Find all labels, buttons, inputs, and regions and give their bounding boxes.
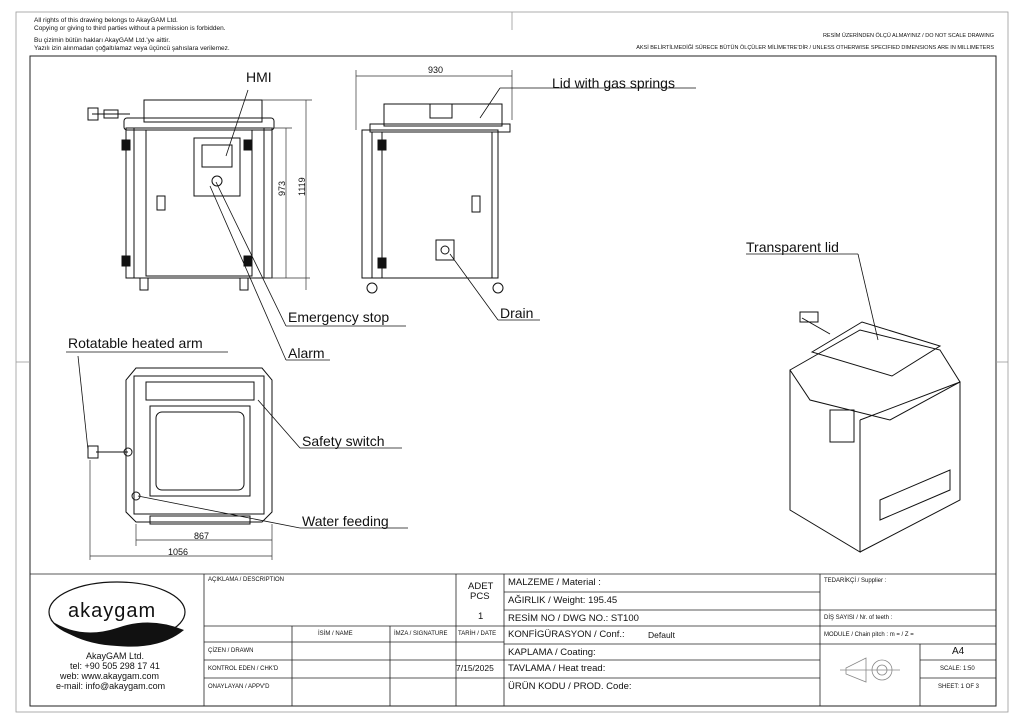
- dim-height-total: 1119: [297, 177, 307, 196]
- callout-alarm: Alarm: [288, 345, 325, 361]
- company-name: AkayGAM Ltd.: [86, 651, 145, 661]
- side-view: [361, 103, 511, 294]
- copyright-line-2: Copying or giving to third parties witho…: [34, 25, 226, 32]
- drawn-label: ÇİZEN / DRAWN: [208, 648, 254, 654]
- weight-label: AĞIRLIK / Weight: 195.45: [508, 595, 618, 606]
- projection-symbol-icon: [840, 657, 900, 683]
- prod-code-label: ÜRÜN KODU / PROD. Code:: [508, 681, 632, 692]
- approved-label: ONAYLAYAN / APPV'D: [208, 684, 270, 690]
- callout-lid: Lid with gas springs: [552, 75, 675, 91]
- heat-label: TAVLAMA / Heat tread:: [508, 663, 606, 674]
- callout-safety-switch: Safety switch: [302, 433, 385, 449]
- callout-leaders: [66, 87, 879, 529]
- dim-width-side: 930: [428, 65, 444, 75]
- material-label: MALZEME / Material :: [508, 577, 601, 588]
- copyright-line-3: Bu çizimin bütün hakları AkayGAM Ltd.'ye…: [34, 37, 170, 44]
- module-label: MODULE / Chain pitch : m = / Z =: [824, 632, 914, 638]
- company-email: e-mail: info@akaygam.com: [56, 681, 166, 691]
- qty-label-2: PCS: [470, 591, 490, 602]
- scale-value: SCALE: 1:50: [940, 666, 975, 672]
- checked-label: KONTROL EDEN / CHK'D: [208, 666, 279, 672]
- callout-drain: Drain: [500, 305, 534, 321]
- supplier-label: TEDARİKÇİ / Supplier :: [824, 578, 887, 584]
- signature-label: İMZA / SIGNATURE: [394, 631, 448, 637]
- logo-text: akaygam: [68, 600, 157, 622]
- description-label: AÇIKLAMA / DESCRIPTION: [208, 577, 285, 583]
- company-web: web: www.akaygam.com: [60, 671, 160, 681]
- qty-value: 1: [478, 611, 484, 622]
- date-label: TARİH / DATE: [458, 631, 497, 637]
- top-dimensions: [89, 460, 273, 560]
- dim-height-inner: 973: [277, 180, 287, 196]
- dim-depth-inner: 867: [194, 531, 210, 541]
- company-tel: tel: +90 505 298 17 41: [70, 661, 160, 671]
- conf-value: Default: [648, 630, 675, 640]
- callout-emergency-stop: Emergency stop: [288, 309, 390, 325]
- name-label: İSİM / NAME: [318, 631, 353, 637]
- top-view: [87, 367, 273, 525]
- copyright-line-1: All rights of this drawing belongs to Ak…: [34, 17, 178, 24]
- sheet-size: A4: [952, 646, 965, 657]
- company-logo: [48, 581, 186, 647]
- callout-water-feeding: Water feeding: [302, 513, 389, 529]
- sheet-number: SHEET: 1 OF 3: [938, 684, 980, 690]
- teeth-label: DİŞ SAYISI / Nr. of teeth :: [824, 615, 893, 621]
- front-dimensions: [262, 99, 312, 290]
- coating-label: KAPLAMA / Coating:: [508, 647, 596, 658]
- isometric-view: [789, 311, 961, 553]
- callout-hmi: HMI: [246, 69, 272, 85]
- dim-depth-total: 1056: [168, 547, 189, 557]
- qty-label-1: ADET: [468, 581, 494, 592]
- dwg-no: RESİM NO / DWG NO.: ST100: [508, 613, 639, 624]
- date-value: 7/15/2025: [456, 663, 494, 673]
- title-block-grid: [30, 573, 996, 706]
- front-view: [87, 99, 275, 291]
- side-dimensions: [355, 70, 513, 130]
- scale-notice-1: RESİM ÜZERİNDEN ÖLÇÜ ALMAYINIZ / DO NOT …: [822, 33, 994, 39]
- copyright-line-4: Yazılı izin alınmadan çoğaltılamaz veya …: [34, 45, 230, 52]
- conf-label: KONFİGÜRASYON / Conf.:: [508, 629, 625, 640]
- scale-notice-2: AKSİ BELİRTİLMEDİĞİ SÜRECE BÜTÜN ÖLÇÜLER…: [636, 45, 994, 51]
- callout-transparent-lid: Transparent lid: [746, 239, 839, 255]
- callout-heated-arm: Rotatable heated arm: [68, 335, 203, 351]
